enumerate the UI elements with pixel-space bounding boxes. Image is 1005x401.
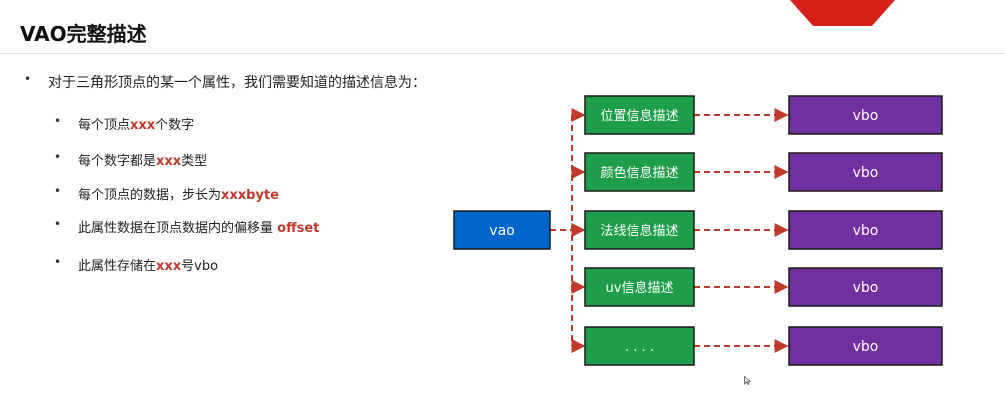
mouse-cursor-icon (744, 376, 751, 385)
sub-bullet-text: 每个顶点xxx个数字 (78, 118, 195, 133)
vbo-label: vbo (853, 165, 879, 181)
highlight-text: xxx (156, 154, 182, 169)
vbo-label: vbo (853, 223, 879, 239)
vao-label: vao (489, 223, 514, 239)
bullet-dot: • (54, 255, 62, 269)
attribute-label: 位置信息描述 (600, 108, 678, 124)
attribute-node-more (584, 326, 695, 366)
main-bullet-text: 对于三角形顶点的某一个属性，我们需要知道的描述信息为： (48, 75, 426, 91)
highlight-text: xxx (156, 259, 182, 274)
sub-bullet-text: 每个顶点的数据，步长为xxxbyte (78, 188, 279, 203)
slide-title: VAO完整描述 (20, 22, 147, 46)
attribute-node-uv (584, 267, 695, 307)
attribute-label: uv信息描述 (606, 280, 674, 296)
attribute-label: . . . . (625, 340, 654, 355)
vbo-label: vbo (853, 339, 879, 355)
vbo-node (788, 326, 943, 366)
attribute-node-color (584, 152, 695, 192)
vbo-label: vbo (853, 108, 879, 124)
sub-bullet-text: 此属性数据在顶点数据内的偏移量 offset (78, 221, 320, 236)
vbo-label: vbo (853, 280, 879, 296)
attribute-node-normal (584, 210, 695, 250)
bullet-dot: • (54, 150, 62, 164)
attribute-node-position (584, 95, 695, 135)
highlight-text: xxx (130, 118, 156, 133)
sub-bullet-text: 此属性存储在xxx号vbo (78, 259, 219, 274)
vbo-node (788, 267, 943, 307)
bullet-dot: • (24, 72, 32, 86)
vao-node (453, 210, 551, 250)
bullet-dot: • (54, 217, 62, 231)
bullet-dot: • (54, 184, 62, 198)
vbo-node (788, 95, 943, 135)
highlight-text: offset (277, 221, 320, 236)
sub-bullet-text: 每个数字都是xxx类型 (78, 154, 208, 169)
attribute-label: 颜色信息描述 (600, 165, 678, 181)
vbo-node (788, 210, 943, 250)
bullet-dot: • (54, 114, 62, 128)
highlight-text: xxxbyte (221, 188, 279, 203)
attribute-label: 法线信息描述 (600, 223, 678, 239)
vbo-node (788, 152, 943, 192)
title-divider (0, 53, 1005, 54)
